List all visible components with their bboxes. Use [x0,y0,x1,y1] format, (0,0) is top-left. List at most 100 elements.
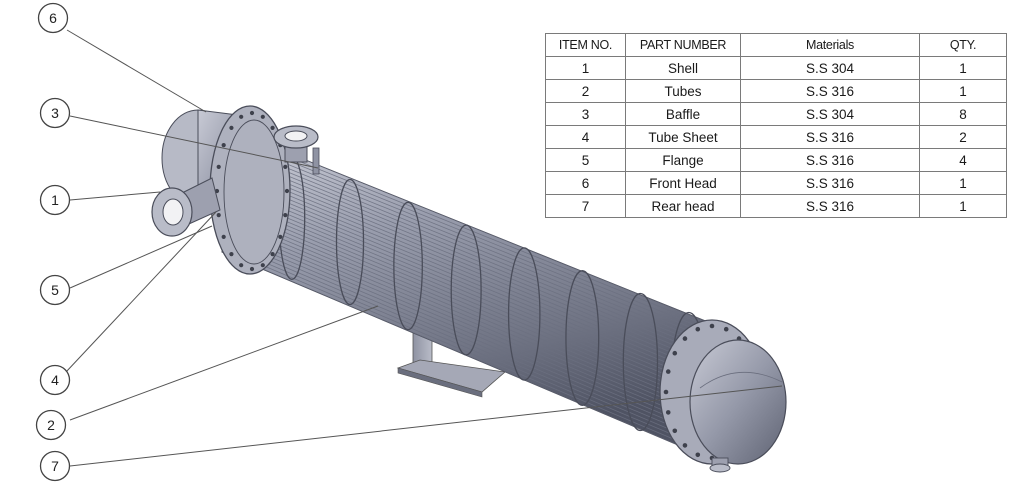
bolt-hole [695,452,701,458]
cell-qty: 1 [919,171,1007,195]
callout-label: 5 [51,282,59,298]
bolt-hole [249,110,255,116]
cell-material: S.S 316 [740,125,920,149]
column-header: Materials [740,33,920,57]
table-row: 3 Baffle S.S 304 8 [545,102,1007,126]
cell-part: Baffle [625,102,741,126]
callout-label: 4 [51,372,59,388]
callout-3: 3 [39,97,71,129]
column-header: ITEM NO. [545,33,626,57]
table-row: 7 Rear head S.S 316 1 [545,194,1007,218]
cell-part: Shell [625,56,741,80]
cell-part: Tubes [625,79,741,103]
cell-material: S.S 316 [740,194,920,218]
bolt-hole [221,143,226,148]
cell-qty: 1 [919,194,1007,218]
table-row: 6 Front Head S.S 316 1 [545,171,1007,195]
callout-circle [39,97,71,129]
cell-material: S.S 304 [740,56,920,80]
bolt-hole [260,114,265,119]
bolt-hole [216,164,221,169]
bolt-hole [221,234,226,239]
top-nozzle [273,125,320,175]
bolt-hole [229,252,234,257]
baffle-ring [507,247,541,381]
bolt-hole [249,266,255,272]
baffle-ring [565,270,600,406]
cell-part: Flange [625,148,741,172]
cell-material: S.S 316 [740,148,920,172]
callout-1: 1 [39,184,71,216]
bolt-hole [709,323,715,329]
cell-qty: 8 [919,102,1007,126]
bolt-hole [270,252,275,257]
callout-label: 3 [51,105,59,121]
cell-item: 3 [545,102,626,126]
bolt-hole [278,234,283,239]
bolt-hole [229,125,234,130]
bolt-hole [682,336,688,341]
cell-item: 2 [545,79,626,103]
callout-label: 6 [49,10,57,26]
cell-material: S.S 316 [740,79,920,103]
bolt-hole [665,369,671,374]
callout-label: 2 [47,417,55,433]
callout-circle [37,2,69,34]
table-row: 1 Shell S.S 304 1 [545,56,1007,80]
callout-circle [39,450,71,482]
bolt-hole [695,326,701,332]
callout-circle [39,364,71,396]
callout-circle [39,274,71,306]
baffle-ring [335,178,365,306]
table-row: 4 Tube Sheet S.S 316 2 [545,125,1007,149]
callout-4: 4 [39,364,71,396]
callout-2: 2 [35,409,67,441]
bolt-hole [239,263,244,268]
cell-item: 6 [545,171,626,195]
cell-material: S.S 304 [740,102,920,126]
shell-body [221,131,719,463]
bolt-hole [239,114,244,119]
side-nozzle [151,177,221,237]
bolt-hole [260,263,265,268]
bolt-hole [284,188,290,194]
callout-7: 7 [39,450,71,482]
rear-head [689,339,787,473]
front-flange [209,105,291,275]
cell-item: 5 [545,148,626,172]
callout-circle [35,409,67,441]
cell-part: Tube Sheet [625,125,741,149]
cell-item: 7 [545,194,626,218]
callout-label: 1 [51,192,59,208]
bolt-hole [270,125,275,130]
callout-balloons: 6 3 1 5 4 2 7 [35,2,71,482]
callout-5: 5 [39,274,71,306]
leader-lines [65,29,783,467]
table-header-row: ITEM NO. PART NUMBER Materials QTY. [545,33,1007,57]
callout-label: 7 [51,458,59,474]
cell-item: 4 [545,125,626,149]
bolt-hole [665,410,671,415]
bill-of-materials-table: ITEM NO. PART NUMBER Materials QTY. 1 Sh… [545,33,1007,218]
cell-part: Rear head [625,194,741,218]
bolt-hole [723,326,729,332]
bolt-hole [283,213,288,218]
table-row: 2 Tubes S.S 316 1 [545,79,1007,103]
cell-material: S.S 316 [740,171,920,195]
baffle-ring [622,292,659,432]
cell-qty: 2 [919,125,1007,149]
column-header: PART NUMBER [625,33,741,57]
cell-qty: 1 [919,79,1007,103]
bolt-hole [283,164,288,169]
cell-item: 1 [545,56,626,80]
bolt-hole [663,389,669,395]
bolt-hole [672,350,678,356]
cell-qty: 1 [919,56,1007,80]
baffle-ring [450,224,482,356]
bolt-hole [682,443,688,448]
bolt-hole [216,213,221,218]
cell-qty: 4 [919,148,1007,172]
table-row: 5 Flange S.S 316 4 [545,148,1007,172]
cell-part: Front Head [625,171,741,195]
